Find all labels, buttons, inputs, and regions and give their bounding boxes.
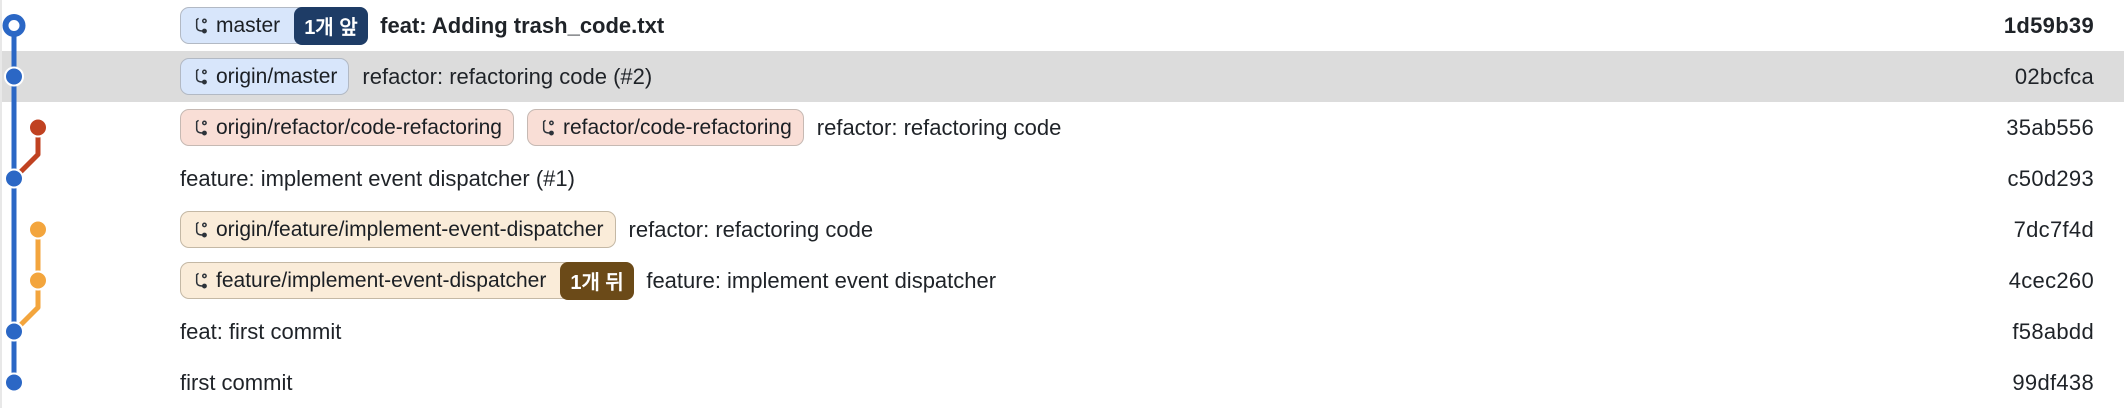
git-branch-icon bbox=[195, 221, 207, 238]
commit-hash: c50d293 bbox=[2007, 165, 2094, 191]
commit-message: first commit bbox=[180, 369, 293, 395]
commit-hash: 1d59b39 bbox=[2003, 12, 2094, 38]
commit-message: refactor: refactoring code (#2) bbox=[362, 63, 653, 89]
branch-badge-label: master bbox=[216, 13, 281, 37]
branch-badge-origin-feature[interactable]: origin/feature/implement-event-dispatche… bbox=[180, 211, 616, 248]
commit-row[interactable]: master 1개 앞 feat: Adding trash_code.txt … bbox=[0, 0, 2124, 51]
commit-row[interactable]: origin/feature/implement-event-dispatche… bbox=[0, 204, 2124, 255]
commit-row[interactable]: feat: first commit f58abdd bbox=[0, 306, 2124, 357]
panel-left-edge bbox=[0, 0, 2, 408]
commit-row[interactable]: feature/implement-event-dispatcher 1개 뒤 … bbox=[0, 255, 2124, 306]
git-branch-icon bbox=[195, 68, 207, 85]
refs-and-message: master 1개 앞 feat: Adding trash_code.txt bbox=[180, 6, 2004, 45]
commit-message: feat: Adding trash_code.txt bbox=[380, 12, 665, 38]
commit-row[interactable]: origin/master refactor: refactoring code… bbox=[0, 51, 2124, 102]
git-branch-icon bbox=[195, 17, 207, 34]
branch-badge-origin-master[interactable]: origin/master bbox=[180, 58, 350, 95]
commit-row[interactable]: origin/refactor/code-refactoring refacto… bbox=[0, 102, 2124, 153]
commit-hash: 7dc7f4d bbox=[2013, 216, 2094, 242]
commit-message: refactor: refactoring code bbox=[628, 216, 874, 242]
branch-badge-origin-refactor[interactable]: origin/refactor/code-refactoring bbox=[180, 109, 514, 146]
branch-badge-refactor[interactable]: refactor/code-refactoring bbox=[526, 109, 804, 146]
ahead-count-badge: 1개 앞 bbox=[294, 6, 368, 45]
refs-and-message: feat: first commit bbox=[180, 319, 2012, 345]
branch-badge-label: origin/master bbox=[216, 64, 338, 88]
git-branch-icon bbox=[542, 119, 554, 136]
refs-and-message: feature/implement-event-dispatcher 1개 뒤 … bbox=[180, 261, 2009, 300]
behind-count-badge: 1개 뒤 bbox=[560, 261, 634, 300]
refs-and-message: origin/refactor/code-refactoring refacto… bbox=[180, 109, 2006, 146]
commit-hash: 99df438 bbox=[2012, 369, 2094, 395]
commit-hash: 02bcfca bbox=[2014, 63, 2094, 89]
git-branch-icon bbox=[195, 119, 207, 136]
commit-message: refactor: refactoring code bbox=[816, 114, 1062, 140]
refs-and-message: origin/master refactor: refactoring code… bbox=[180, 58, 2015, 95]
commit-hash: 35ab556 bbox=[2006, 114, 2094, 140]
commit-message: feat: first commit bbox=[180, 318, 342, 344]
git-branch-icon bbox=[195, 272, 207, 289]
refs-and-message: feature: implement event dispatcher (#1) bbox=[180, 166, 2007, 192]
commit-message: feature: implement event dispatcher (#1) bbox=[180, 165, 575, 191]
commit-row[interactable]: feature: implement event dispatcher (#1)… bbox=[0, 153, 2124, 204]
branch-badge-label: feature/implement-event-dispatcher bbox=[216, 268, 547, 292]
commit-hash: f58abdd bbox=[2012, 318, 2094, 344]
branch-badge-master[interactable]: master 1개 앞 bbox=[180, 6, 368, 45]
branch-badge-label: origin/feature/implement-event-dispatche… bbox=[216, 217, 604, 241]
refs-and-message: first commit bbox=[180, 370, 2012, 396]
branch-badge-feature[interactable]: feature/implement-event-dispatcher 1개 뒤 bbox=[180, 261, 634, 300]
refs-and-message: origin/feature/implement-event-dispatche… bbox=[180, 211, 2014, 248]
commit-hash: 4cec260 bbox=[2008, 267, 2094, 293]
branch-badge-label: origin/refactor/code-refactoring bbox=[216, 115, 502, 139]
branch-badge-label: refactor/code-refactoring bbox=[562, 115, 792, 139]
commit-row[interactable]: first commit 99df438 bbox=[0, 357, 2124, 408]
commit-message: feature: implement event dispatcher bbox=[646, 267, 997, 293]
